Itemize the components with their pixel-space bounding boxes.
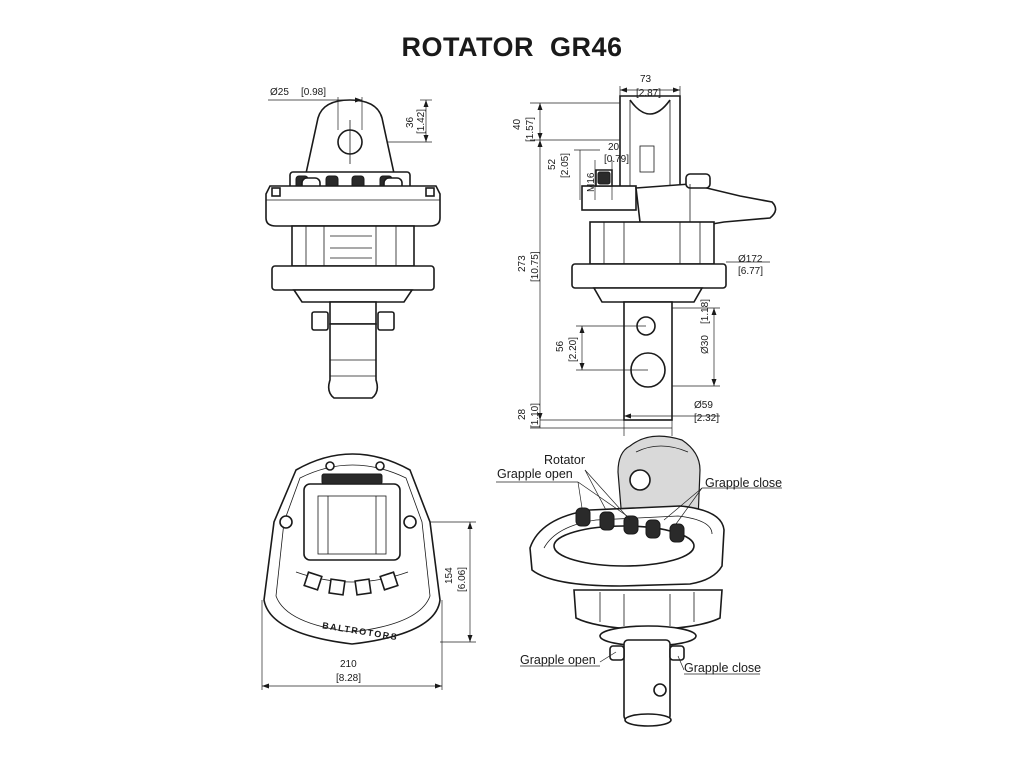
dim-shaft-diameter: Ø59 — [694, 400, 713, 411]
front-view — [265, 97, 441, 399]
dim-body-diameter: Ø172 — [738, 254, 763, 265]
dim-body-diameter-in: [6.77] — [738, 266, 763, 277]
callout-grapple-close-top: Grapple close — [705, 476, 782, 490]
dim-width-top-in: [2.87] — [636, 88, 661, 99]
dim-shaft-end: 28 — [517, 408, 528, 420]
callout-grapple-open-top: Grapple open — [497, 467, 573, 481]
callout-grapple-close-bottom: Grapple close — [684, 661, 761, 675]
callout-grapple-open-bottom: Grapple open — [520, 653, 596, 667]
dim-pin-diameter-in: [0.98] — [301, 87, 326, 98]
dim-bottom-height: 154 — [444, 567, 455, 584]
dim-port-thread: M16 — [586, 172, 597, 192]
page-title: ROTATOR GR46 — [401, 32, 623, 62]
dim-lug-height: 40 — [512, 118, 523, 130]
dim-overall-height: 273 — [517, 255, 528, 272]
dim-port-spacing: 20 — [608, 142, 620, 153]
dim-shaft-hole: Ø30 — [700, 335, 711, 354]
dim-shaft-end-in: [1.10] — [530, 403, 541, 428]
isometric-view — [496, 435, 782, 727]
dim-bottom-width: 210 — [340, 659, 357, 670]
dim-shaft-hole-in: [1.18] — [700, 299, 711, 324]
dim-shaft-hole-spacing: 56 — [555, 340, 566, 352]
dim-bottom-width-in: [8.28] — [336, 673, 361, 684]
dim-port-offset: 52 — [547, 158, 558, 170]
dim-top-height-in: [1.42] — [416, 109, 427, 134]
callout-rotator: Rotator — [544, 453, 585, 467]
dim-overall-height-in: [10.75] — [530, 251, 541, 282]
side-view — [530, 86, 777, 436]
dim-shaft-hole-spacing-in: [2.20] — [568, 337, 579, 362]
dim-port-spacing-in: [0.79] — [604, 154, 629, 165]
dim-bottom-height-in: [6.06] — [457, 567, 468, 592]
bottom-view — [261, 453, 476, 690]
dim-pin-diameter: Ø25 — [270, 87, 289, 98]
dim-port-offset-in: [2.05] — [560, 153, 571, 178]
dim-lug-height-in: [1.57] — [525, 117, 536, 142]
dim-width-top: 73 — [640, 74, 652, 85]
dim-shaft-diameter-in: [2.32] — [694, 413, 719, 424]
dim-top-height: 36 — [405, 116, 416, 128]
